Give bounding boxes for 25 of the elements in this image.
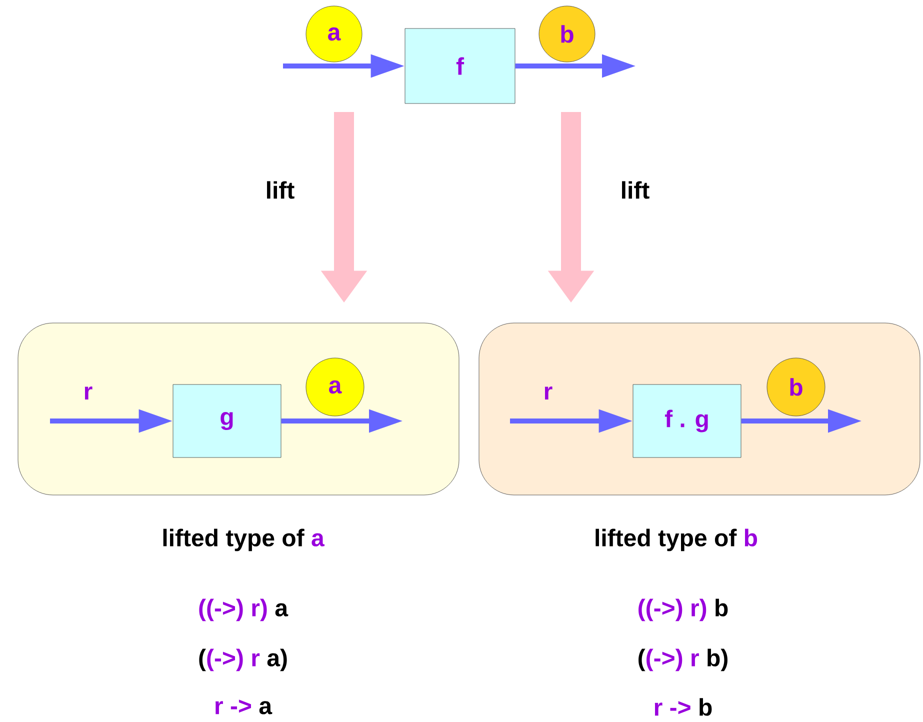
type-text: ( xyxy=(199,648,206,672)
type-text: ( xyxy=(638,648,646,672)
type-text: a xyxy=(312,533,324,546)
type-text: lifted type of xyxy=(163,528,304,552)
process-box: f xyxy=(404,28,516,104)
type-text: b xyxy=(744,528,758,546)
edge-label: r xyxy=(84,386,92,400)
edge-label: lift xyxy=(267,181,294,199)
type-text: r -> xyxy=(654,701,690,716)
type-text: b xyxy=(716,598,728,616)
edge-label: lift xyxy=(622,181,650,199)
type-text: a) xyxy=(267,648,287,672)
type-text: a xyxy=(275,603,288,616)
type-text: (->) r xyxy=(646,648,699,672)
edge-label: r xyxy=(544,386,552,400)
process-box: f . g xyxy=(632,384,742,458)
process-box: g xyxy=(172,384,282,458)
type-text: (->) r xyxy=(207,648,260,672)
type-text: b) xyxy=(708,648,728,672)
type-text: ((->) r) xyxy=(638,598,706,622)
type-text: a xyxy=(259,701,272,714)
type-text: ((->) r) xyxy=(199,598,267,622)
type-text: r -> xyxy=(216,700,251,714)
type-text: b xyxy=(700,698,712,716)
type-text: lifted type of xyxy=(596,528,737,552)
